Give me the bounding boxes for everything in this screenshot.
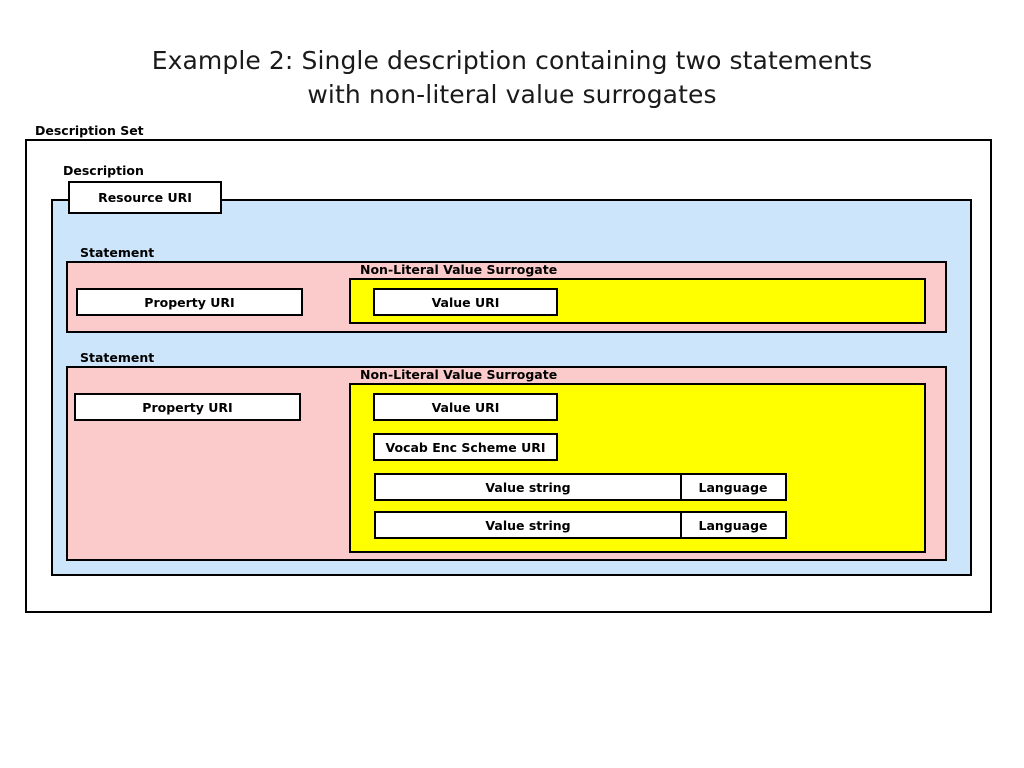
value-string-box-2: Value string (374, 511, 682, 539)
literal-row: Value string Language (374, 511, 787, 539)
description-set-label: Description Set (35, 123, 144, 138)
literal-row: Value string Language (374, 473, 787, 501)
value-uri-box-1: Value URI (373, 288, 558, 316)
page-title: Example 2: Single description containing… (0, 44, 1024, 112)
value-string-box-1: Value string (374, 473, 682, 501)
resource-uri-box: Resource URI (68, 181, 222, 214)
non-literal-value-surrogate-1-label: Non-Literal Value Surrogate (360, 262, 558, 277)
non-literal-value-surrogate-2-label: Non-Literal Value Surrogate (360, 367, 558, 382)
statement-1-label: Statement (80, 245, 155, 260)
vocab-enc-scheme-uri-box: Vocab Enc Scheme URI (373, 433, 558, 461)
page-title-line-1: Example 2: Single description containing… (151, 46, 873, 75)
property-uri-box-2: Property URI (74, 393, 301, 421)
property-uri-box-1: Property URI (76, 288, 303, 316)
value-uri-box-2: Value URI (373, 393, 558, 421)
description-label: Description (63, 163, 144, 178)
page-title-line-2: with non-literal value surrogates (307, 80, 717, 109)
language-box-2: Language (679, 511, 787, 539)
statement-2-label: Statement (80, 350, 155, 365)
language-box-1: Language (679, 473, 787, 501)
